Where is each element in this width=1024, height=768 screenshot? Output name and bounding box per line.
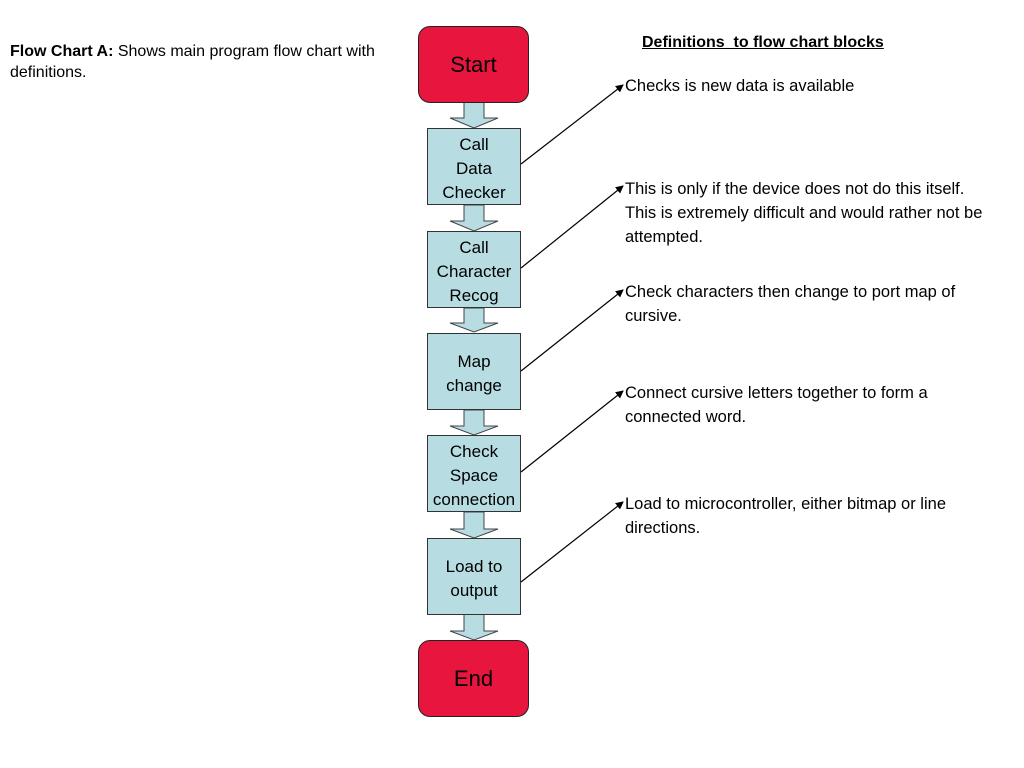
- step-load-to-output: Load to output: [427, 538, 521, 615]
- definition-3: Check characters then change to port map…: [625, 283, 956, 325]
- definitions-title: Definitions to flow chart blocks: [642, 34, 884, 51]
- leader-line-4: [520, 390, 624, 473]
- step-label: Check Space connection: [432, 442, 516, 509]
- flow-arrow-1: [449, 101, 499, 129]
- chart-caption: Flow Chart A: Shows main program flow ch…: [10, 41, 390, 83]
- definition-2: This is only if the device does not do t…: [625, 180, 983, 246]
- caption-title: Flow Chart A:: [10, 43, 114, 60]
- leader-line-5: [520, 501, 624, 583]
- end-label: End: [453, 665, 494, 691]
- step-label: Call Character Recog: [436, 238, 512, 305]
- leader-line-3: [520, 289, 624, 372]
- definition-5: Load to microcontroller, either bitmap o…: [625, 495, 946, 537]
- step-call-character-recog: Call Character Recog: [427, 231, 521, 308]
- start-label: Start: [450, 51, 497, 77]
- flow-arrow-5: [449, 511, 499, 539]
- flow-arrow-6: [449, 613, 499, 641]
- step-label: Load to output: [445, 557, 503, 600]
- caption-text: Shows main program flow chart with defin…: [10, 43, 375, 81]
- flow-arrow-3: [449, 307, 499, 333]
- step-label: Call Data Checker: [442, 135, 506, 202]
- leader-line-2: [520, 185, 624, 269]
- definition-4: Connect cursive letters together to form…: [625, 384, 928, 426]
- end-terminal: End: [418, 640, 529, 717]
- flow-arrow-2: [449, 204, 499, 232]
- flow-arrow-4: [449, 409, 499, 436]
- start-terminal: Start: [418, 26, 529, 103]
- definition-1: Checks is new data is available: [625, 77, 855, 95]
- step-label: Map change: [446, 352, 502, 395]
- step-map-change: Map change: [427, 333, 521, 410]
- step-check-space-connection: Check Space connection: [427, 435, 521, 512]
- leader-line-1: [520, 84, 624, 165]
- step-call-data-checker: Call Data Checker: [427, 128, 521, 205]
